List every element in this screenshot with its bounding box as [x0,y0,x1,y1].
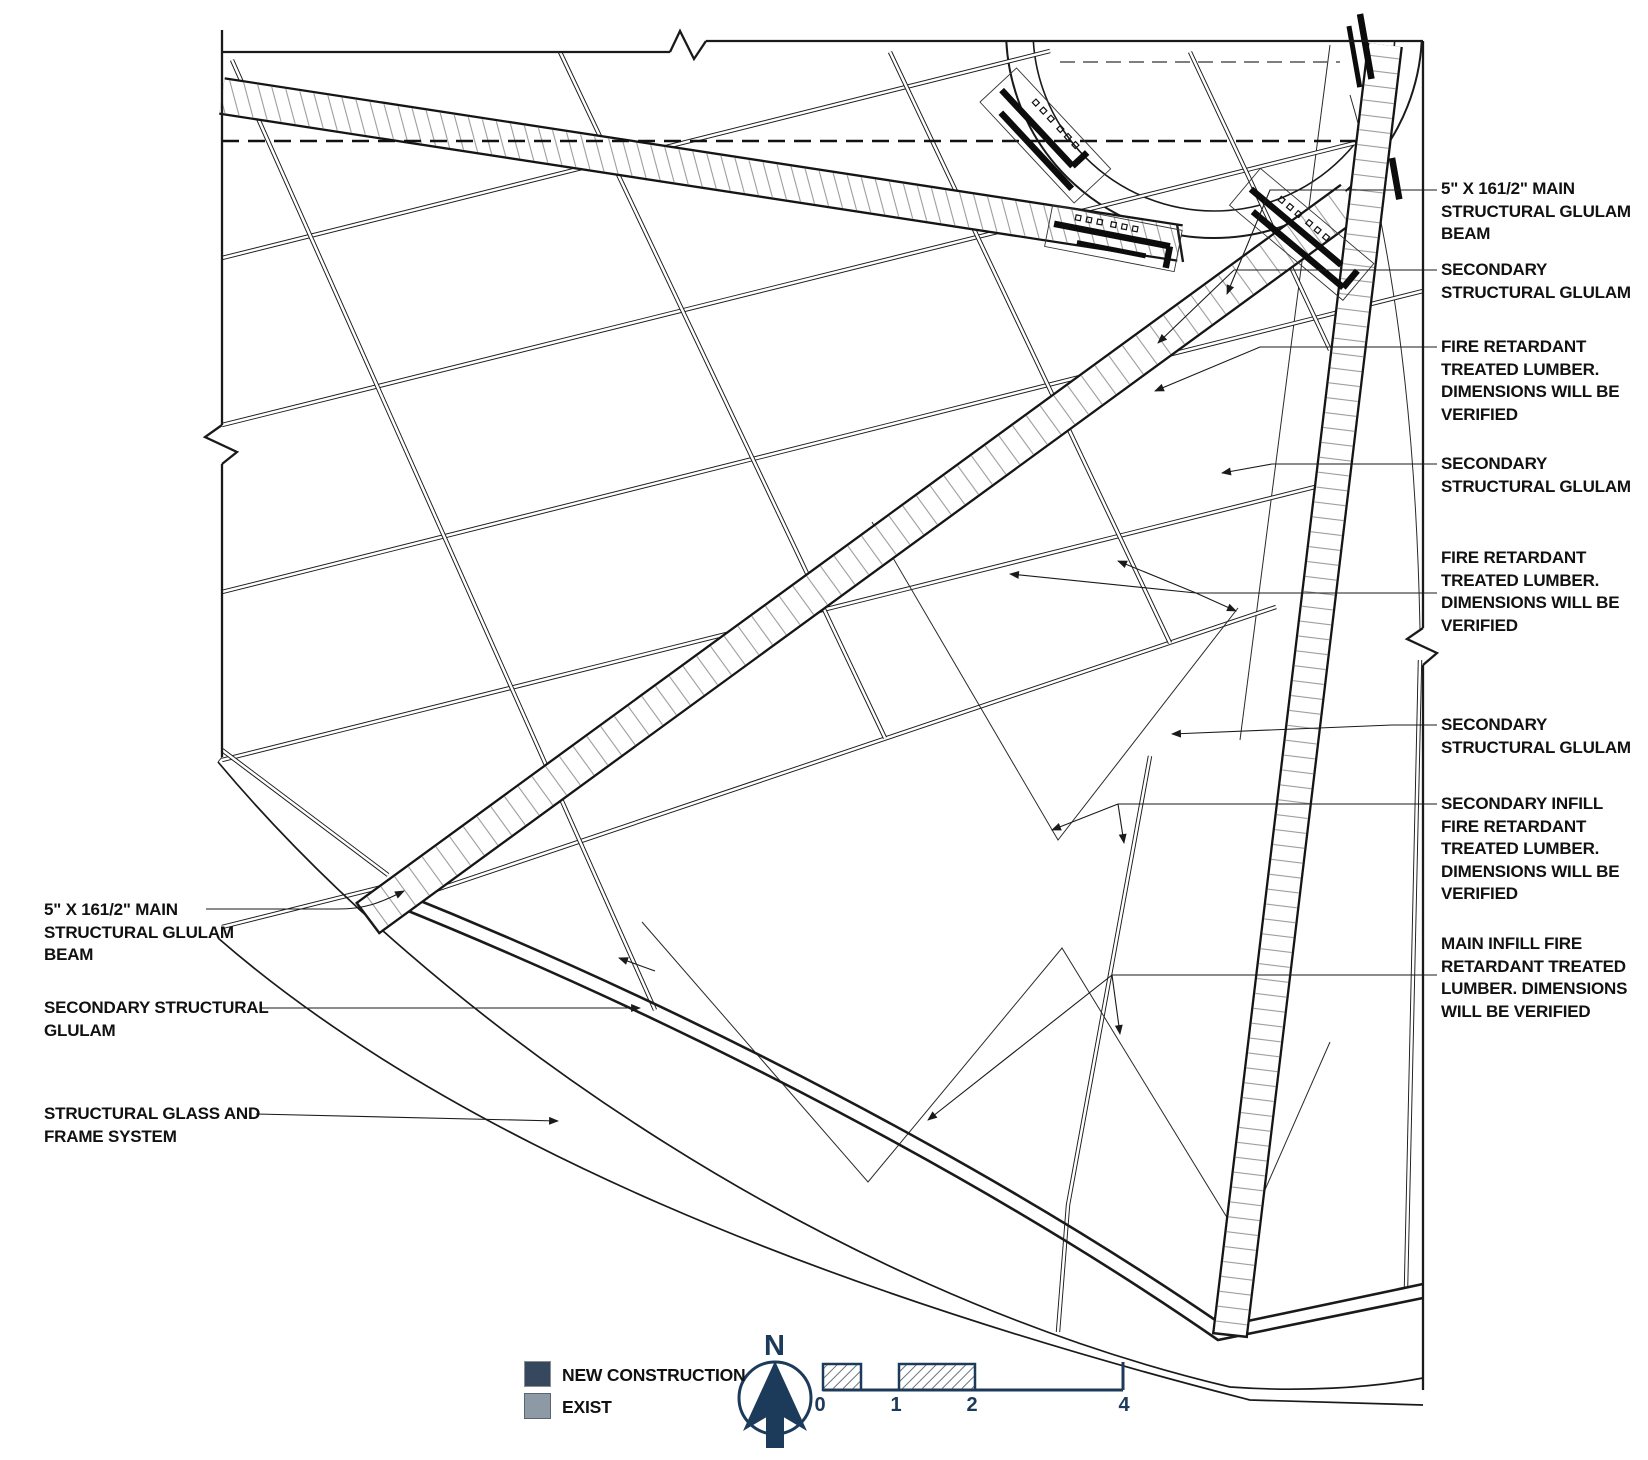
bracket-beam-a-end-upper [979,67,1112,204]
annotation-fire-retardant-2: FIRE RETARDANT TREATED LUMBER. DIMENSION… [1441,548,1620,635]
beam-end-cap-right [1211,1331,1249,1339]
legend-label-new-construction: NEW CONSTRUCTION [562,1365,746,1385]
annotation-secondary-glulam-3: SECONDARY STRUCTURAL GLULAM [1441,715,1631,757]
annotation-main-glulam-beam: 5" X 161/2" MAIN STRUCTURAL GLULAM BEAM [1441,179,1631,243]
bolt-squares [1031,98,1080,150]
beam-main-diagonal [357,185,1363,933]
scale-tick-1: 1 [890,1394,902,1416]
bracket-beam-c-top [1346,13,1375,88]
annotation-structural-glass-frame: STRUCTURAL GLASS AND FRAME SYSTEM [44,1104,261,1146]
annotation-secondary-infill: SECONDARY INFILL FIRE RETARDANT TREATED … [1441,794,1620,903]
new-construction-brackets [979,13,1403,301]
scale-tick-4: 4 [1118,1394,1130,1416]
beam-main-top [219,79,1183,260]
annotation-fire-retardant-1: FIRE RETARDANT TREATED LUMBER. DIMENSION… [1441,337,1620,424]
bracket-beam-c-mid [1388,157,1403,200]
scale-tick-0: 0 [814,1394,826,1416]
north-arrow [737,1360,813,1448]
annotation-main-glulam-beam-left: 5" X 161/2" MAIN STRUCTURAL GLULAM BEAM [44,900,234,964]
bolt-squares [1277,195,1331,242]
bracket-beam-b-top [1228,167,1375,301]
north-label: N [764,1330,785,1362]
annotation-secondary-glulam-left: SECONDARY STRUCTURAL GLULAM [44,998,269,1040]
bracket-beam-a-end-lower [1044,204,1183,273]
existing-circular-shaft-arcs [1005,41,1423,239]
scale-bar [821,1362,1125,1392]
legend-swatch-new-construction [524,1361,551,1387]
beam-secondary-right [1214,43,1401,1337]
annotation-secondary-glulam-1: SECONDARY STRUCTURAL GLULAM [1441,260,1631,302]
infill-lumber-zigzag [641,521,1331,1244]
fan-line-right [1239,44,1331,741]
legend-label-exist: EXIST [562,1397,612,1417]
annotation-secondary-glulam-2: SECONDARY STRUCTURAL GLULAM [1441,454,1631,496]
bolt-squares [1074,214,1139,233]
scale-tick-2: 2 [966,1394,978,1416]
annotation-main-infill: MAIN INFILL FIRE RETARDANT TREATED LUMBE… [1441,934,1628,1021]
legend-swatch-exist [524,1393,551,1419]
leader-lines [206,189,1437,1125]
drawing-border [202,28,1440,1390]
structural-glass-arcs [217,756,1424,1406]
glulam-beams [219,42,1403,1339]
